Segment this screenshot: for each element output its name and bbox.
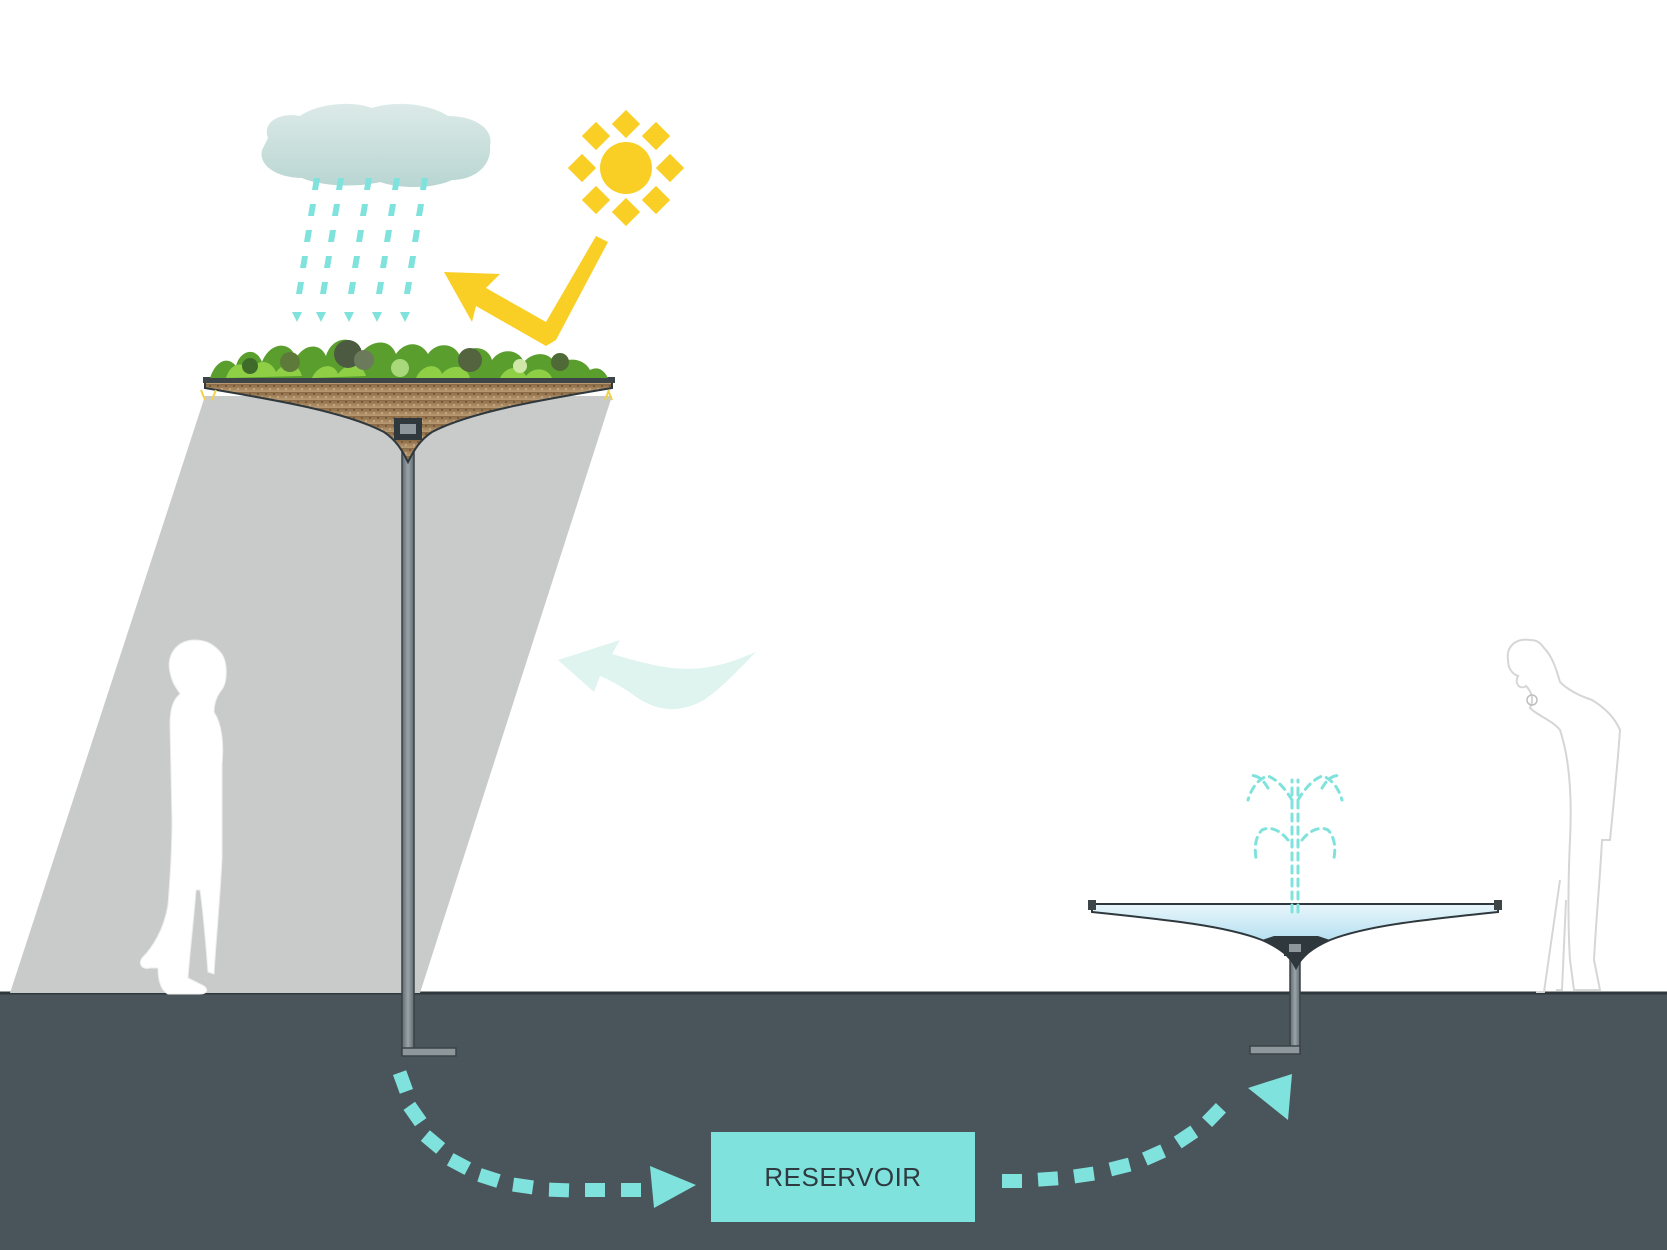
sun-icon xyxy=(567,109,685,227)
cloud-icon xyxy=(261,103,491,187)
canopy-vegetation xyxy=(210,339,608,378)
fountain-spray-icon xyxy=(1246,774,1344,914)
fountain-rim-left xyxy=(1088,900,1096,910)
canopy-rim xyxy=(203,377,615,383)
flow-arrow-icon xyxy=(393,1070,696,1208)
reservoir-box xyxy=(711,1132,975,1222)
canopy-pipe-elbow xyxy=(401,1047,457,1057)
person-adult-icon xyxy=(1506,638,1622,993)
sunlight-reflection-arrow-icon xyxy=(444,236,608,346)
reservoir-label: RESERVOIR xyxy=(764,1161,922,1192)
fountain-rim-right xyxy=(1494,900,1502,910)
fountain-pipe-elbow xyxy=(1249,1045,1301,1055)
canopy-pole xyxy=(401,429,415,1056)
wind-arrow-icon xyxy=(558,640,756,710)
canopy-shadow xyxy=(10,396,612,993)
canopy-drain-grate xyxy=(400,424,416,434)
canopy-anchors xyxy=(200,389,613,401)
flow-arrow-icon xyxy=(1002,1074,1292,1188)
person-child-icon xyxy=(139,639,227,995)
fountain-grate xyxy=(1289,944,1301,952)
rain-icon xyxy=(292,178,428,322)
